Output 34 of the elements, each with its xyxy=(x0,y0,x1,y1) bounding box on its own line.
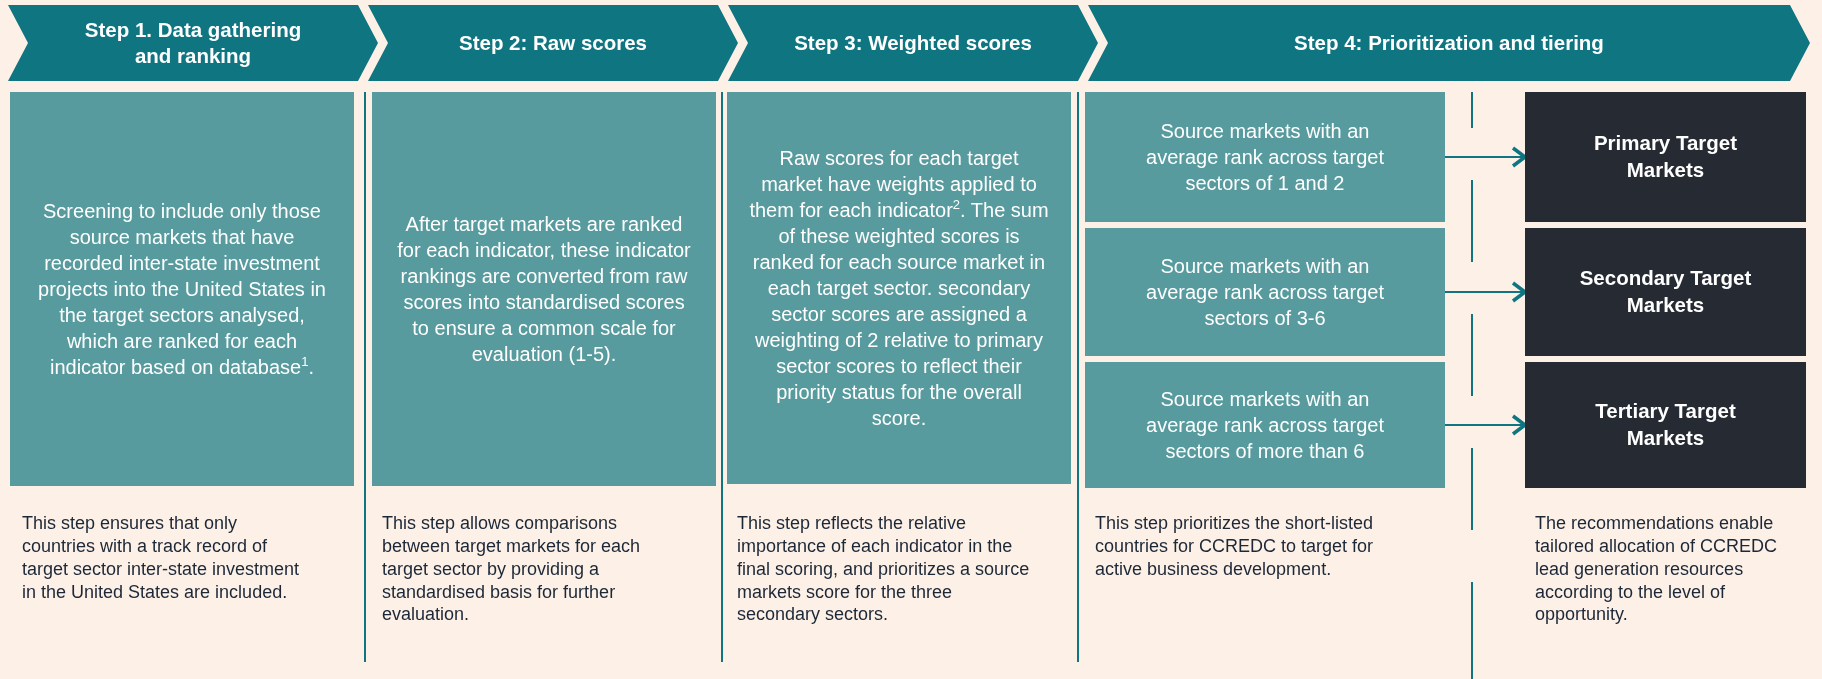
step-description: This step ensures that only countries with a track record of target sector inter-state investment in the United States are included. xyxy=(22,512,301,604)
node-text: Source markets with an average rank across target sectors of 3-6 xyxy=(1145,254,1385,331)
node-text: Screening to include only those source markets that have recorded inter-state investment projects into the United States in the target sectors analysed, which are ranked for each indicator based on database$^{1}$. xyxy=(37,199,327,380)
tier-box xyxy=(1525,228,1806,356)
step-banner xyxy=(8,5,378,81)
node-text: Secondary Target Markets xyxy=(1578,265,1753,318)
step-box xyxy=(1085,92,1445,222)
step-box xyxy=(1085,362,1445,488)
tier-box xyxy=(1525,362,1806,488)
node-text: Source markets with an average rank across target sectors of 1 and 2 xyxy=(1145,119,1385,196)
node-text: After target markets are ranked for each indicator, these indicator rankings are converted from raw scores into standardised scores to ensure a common scale for evaluation (1-5). xyxy=(396,212,692,367)
step-description: This step prioritizes the short-listed countries for CCREDC to target for active business development. xyxy=(1095,512,1375,581)
step-box xyxy=(10,92,354,486)
node-text: Raw scores for each target market have weights applied to them for each indicator$^{2}$. The sum of these weighted scores is ranked for each source market in each target sector. secondary sector scores are assigned a weighting of 2 relative to primary sector scores to reflect their priority status for the overall score. xyxy=(749,146,1049,431)
node-text: Primary Target Markets xyxy=(1592,130,1739,183)
node-text: Step 3: Weighted scores xyxy=(794,30,1032,56)
node-text: Step 4: Prioritization and tiering xyxy=(1294,30,1604,56)
step-box xyxy=(372,92,716,486)
step-box xyxy=(1085,228,1445,356)
node-text: Tertiary Target Markets xyxy=(1594,398,1737,451)
step-box xyxy=(727,92,1071,484)
step-description: This step reflects the relative importance of each indicator in the final scoring, and prioritizes a source markets score for the three secondary sectors. xyxy=(737,512,1031,627)
step-description: The recommendations enable tailored allocation of CCREDC lead generation resources according to the level of opportunity. xyxy=(1535,512,1779,627)
step-description: This step allows comparisons between target markets for each target sector by providing a standardised basis for further evaluation. xyxy=(382,512,642,627)
chevron-arrow xyxy=(1444,281,1527,303)
tier-box xyxy=(1525,92,1806,222)
node-text: Step 2: Raw scores xyxy=(459,30,647,56)
step-banner xyxy=(368,5,738,81)
chevron-arrow xyxy=(1444,414,1527,436)
node-text: Step 1. Data gathering and ranking xyxy=(83,17,303,69)
step-banner xyxy=(728,5,1098,81)
step-banner xyxy=(1088,5,1810,81)
chevron-arrow xyxy=(1444,146,1527,168)
node-text: Source markets with an average rank across target sectors of more than 6 xyxy=(1145,387,1385,464)
